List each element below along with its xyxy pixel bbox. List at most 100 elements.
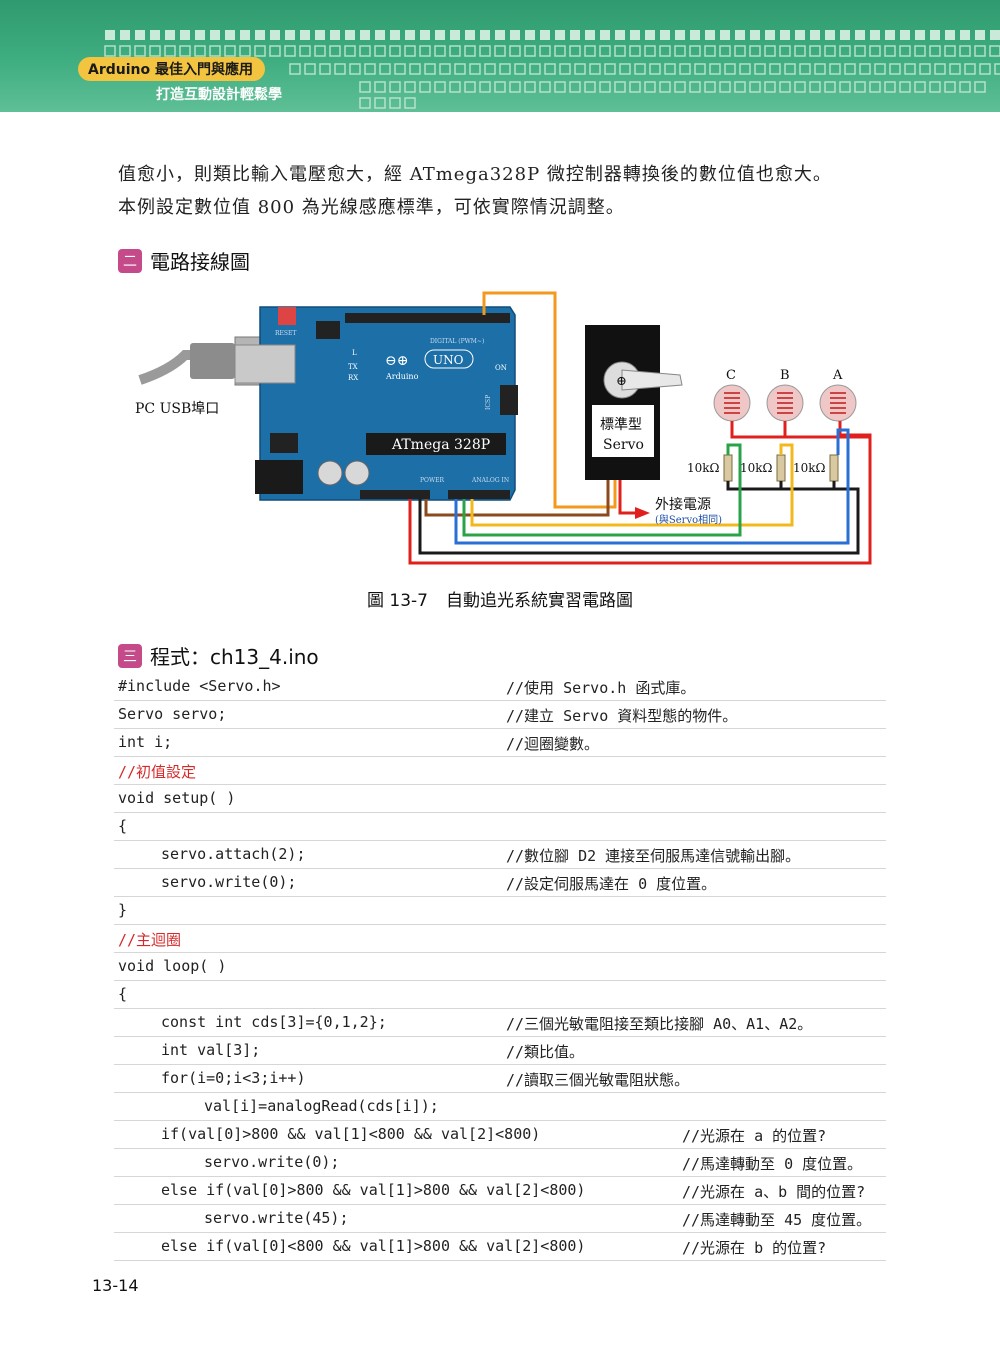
header-square — [809, 81, 821, 93]
code-text: servo.write(45); — [204, 1209, 349, 1227]
header-square — [899, 81, 911, 93]
header-square — [424, 63, 436, 75]
header-square — [644, 45, 656, 57]
page-header: Arduino 最佳入門與應用 打造互動設計輕鬆學 — [0, 0, 1000, 112]
code-comment: //三個光敏電阻接至類比接腳 A0、A1、A2。 — [506, 1015, 813, 1033]
header-square — [854, 81, 866, 93]
header-square — [389, 45, 401, 57]
wire-blue — [454, 428, 850, 545]
wire-red — [408, 421, 872, 565]
code-comment: //迴圈變數。 — [506, 735, 600, 753]
code-comment: //數位腳 D2 連接至伺服馬達信號輸出腳。 — [506, 847, 801, 865]
figure-caption-text: 自動追光系統實習電路圖 — [446, 591, 633, 611]
wire-green — [462, 443, 742, 537]
header-square — [704, 45, 716, 57]
header-square — [709, 63, 721, 75]
code-comment: //使用 Servo.h 函式庫。 — [506, 679, 696, 697]
code-comment-heading: //主迴圈 — [118, 931, 182, 949]
header-square — [629, 45, 641, 57]
header-square — [645, 30, 655, 40]
header-square — [659, 81, 671, 93]
chip — [366, 433, 506, 455]
header-square — [779, 45, 791, 57]
header-square — [480, 30, 490, 40]
header-square — [329, 45, 341, 57]
header-square — [434, 45, 446, 57]
code-text: void loop( ) — [118, 957, 227, 975]
circuit-diagram: PC USB埠口 RESET DIGITAL (PWM~) ⊖⊕ UNO Ard… — [135, 291, 872, 565]
header-square — [679, 63, 691, 75]
code-line: //初值設定 — [114, 758, 886, 785]
header-square — [630, 30, 640, 40]
header-square — [554, 81, 566, 93]
code-text: int i; — [118, 733, 173, 751]
section-heading-program: 三 程式：ch13_4.ino — [118, 641, 319, 670]
code-comment: //光源在 a、b 間的位置? — [682, 1183, 866, 1201]
header-square — [930, 30, 940, 40]
header-square — [569, 45, 581, 57]
header-square — [584, 81, 596, 93]
header-square — [374, 45, 386, 57]
header-square — [330, 30, 340, 40]
header-square — [360, 30, 370, 40]
code-comment: //馬達轉動至 45 度位置。 — [682, 1211, 872, 1229]
page-number: 13-14 — [92, 1276, 139, 1295]
header-square — [739, 63, 751, 75]
header-square — [570, 30, 580, 40]
header-square — [859, 63, 871, 75]
photoresistor-b — [766, 384, 804, 422]
code-line: val[i]=analogRead(cds[i]); — [114, 1094, 886, 1121]
header-square — [649, 63, 661, 75]
header-square — [735, 30, 745, 40]
header-square — [919, 63, 931, 75]
header-square — [304, 63, 316, 75]
header-square — [974, 45, 986, 57]
header-square — [899, 45, 911, 57]
header-square — [495, 30, 505, 40]
code-text: } — [118, 901, 128, 919]
capacitor — [317, 460, 343, 486]
header-square — [784, 63, 796, 75]
chip-label: ATmega 328P — [391, 437, 490, 453]
header-square — [285, 30, 295, 40]
header-square — [799, 63, 811, 75]
header-square — [529, 63, 541, 75]
header-square — [494, 81, 506, 93]
sensor-label-a: A — [832, 368, 843, 383]
code-text: for(i=0;i<3;i++) — [161, 1069, 306, 1087]
header-square — [559, 63, 571, 75]
header-square — [749, 81, 761, 93]
header-square — [379, 63, 391, 75]
header-square — [764, 45, 776, 57]
header-square — [464, 81, 476, 93]
header-square — [319, 63, 331, 75]
header-square — [240, 30, 250, 40]
header-square — [450, 30, 460, 40]
header-square — [934, 63, 946, 75]
header-square — [975, 30, 985, 40]
header-square — [720, 30, 730, 40]
header-square — [615, 30, 625, 40]
wire-black — [418, 481, 860, 555]
header-square — [854, 45, 866, 57]
svg-text:POWER: POWER — [420, 477, 445, 484]
code-line: else if(val[0]>800 && val[1]>800 && val[… — [114, 1178, 886, 1205]
book-title: Arduino 最佳入門與應用 — [88, 62, 253, 78]
header-square — [734, 45, 746, 57]
header-square — [390, 30, 400, 40]
header-square — [705, 30, 715, 40]
header-square — [944, 81, 956, 93]
intro-line-1: 值愈小，則類比輸入電壓愈大，經 ATmega328P 微控制器轉換後的數位值也愈… — [118, 164, 832, 185]
code-comment: //建立 Servo 資料型態的物件。 — [506, 707, 738, 725]
code-line: //主迴圈 — [114, 926, 886, 953]
header-square — [825, 30, 835, 40]
code-line: servo.write(0);//馬達轉動至 0 度位置。 — [114, 1150, 886, 1177]
header-square — [255, 30, 265, 40]
header-square — [270, 30, 280, 40]
code-line: servo.write(0);//設定伺服馬達在 0 度位置。 — [114, 870, 886, 897]
svg-text:⊕: ⊕ — [616, 374, 627, 389]
header-square — [269, 45, 281, 57]
servo-label-1: 標準型 — [600, 417, 642, 433]
header-square — [435, 30, 445, 40]
